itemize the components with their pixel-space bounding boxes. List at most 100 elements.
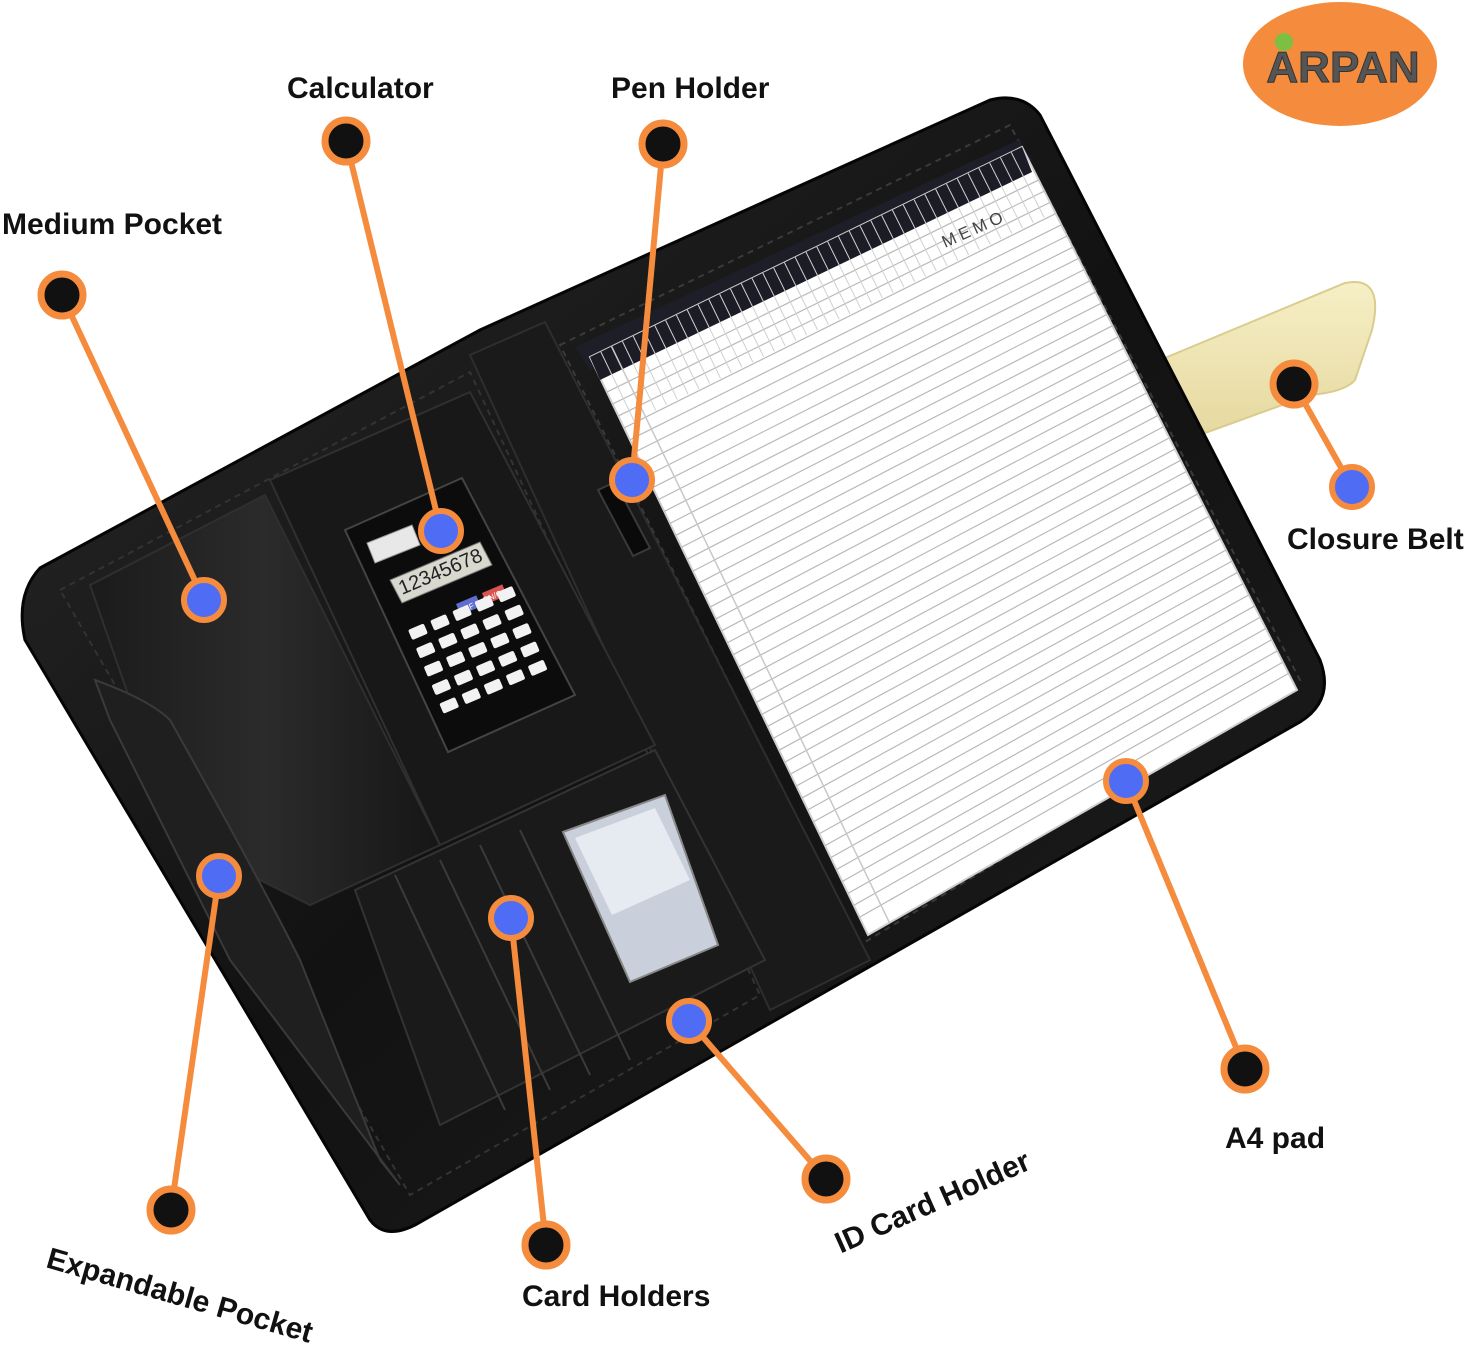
calculator-key [512,623,532,639]
pad-ruled-line [778,515,1210,751]
callout-anchor-medium-pocket [37,270,87,320]
brand-logo-text: ARPAN [1266,43,1419,92]
pad-grid-line [773,267,808,336]
callout-label-closure-belt: Closure Belt [1287,523,1464,556]
pad-grid-line [805,251,840,320]
pad-ruled-line [715,392,1147,620]
id-card-window-reflection [575,808,690,915]
callout-line-calculator [343,138,444,534]
calculator-key [432,679,451,695]
pad-grid-line [600,351,635,422]
callout-label-pen-holder: Pen Holder [611,72,770,105]
calculator-key [528,660,547,676]
pad-grid-line [762,272,797,341]
callout-target-expandable-pocket [196,853,242,899]
pad-grid-line [719,293,754,363]
a4-pad: MEMO [575,140,1299,937]
pad-grid-line [924,194,959,261]
pad-grid-line [665,320,700,390]
calculator-key [452,605,472,621]
pad-grid-line [881,215,916,282]
callout-line-expandable-pocket [168,873,222,1213]
calculator-key [446,651,466,667]
pad-ruled-line [784,527,1216,763]
pad-ruled-line [623,213,1056,429]
callout-line-a4-pad [1123,778,1248,1072]
pad-ruled-line [721,403,1153,632]
calculator-key [504,604,524,621]
calculator-key [490,632,510,649]
pad-grid-line [978,167,1013,234]
callout-lines [37,116,1375,1270]
brand-logo-leaf-icon [1275,33,1293,51]
pad-grid-line [999,157,1034,224]
pad-grid-line [654,325,689,395]
calculator-keypad [408,586,547,714]
callout-label-card-holders: Card Holders [522,1280,711,1313]
callout-target-id-card-holder [666,998,712,1044]
expandable-pocket [93,678,401,1186]
pad-ruled-lines [600,152,1289,924]
callout-label-calculator: Calculator [287,72,434,105]
pad-ruled-line [686,336,1119,560]
pad-grid-line [913,199,948,266]
pad-ruled-line [709,381,1142,608]
pad-ruled-line [755,470,1187,703]
pad-ruled-line [847,650,1278,894]
pad-ruled-line [664,291,1096,512]
pad-ruled-line [824,605,1255,847]
calculator-key [496,586,516,602]
callout-line-card-holders [508,915,549,1248]
callout-target-calculator [418,508,464,554]
pad-grid-line [729,288,765,357]
pad-grid-line [837,236,873,304]
pad-grid-line [708,299,743,368]
pad-grid-line [751,278,786,347]
pad-grid-line [902,204,937,272]
pad-ruled-line [790,538,1221,775]
calculator-key [408,623,428,640]
calculator-key [468,642,488,658]
pad-grid-line [643,330,678,400]
callout-line-medium-pocket [59,292,207,603]
calculator-key [476,660,495,676]
callout-anchor-expandable-pocket [146,1185,196,1235]
pad-ruled-line [767,493,1198,727]
pad-ruled-line [675,313,1108,536]
calculator-key [439,697,459,714]
calculator-key [461,688,481,704]
calculator-key [520,641,540,658]
callout-target-medium-pocket [181,577,227,623]
pad-ruled-line [744,448,1176,680]
pad-ruled-line [658,280,1091,501]
calculator: 12345678 OFF ON/C [343,476,577,754]
callout-anchor-closure-belt [1269,359,1319,409]
pad-grid-line [632,335,667,406]
pad-margin-line [610,346,891,924]
pad-grid-line [675,314,711,384]
pad-ruled-line [836,627,1267,871]
pad-grid-line [1010,152,1045,218]
callout-label-medium-pocket: Medium Pocket [2,208,223,241]
pad-grid-line [870,220,905,288]
pad-ruled-line [652,269,1085,489]
pad-ruled-line [641,246,1074,465]
callout-anchor-pen-holder [638,119,688,169]
card-holder-slots [394,829,631,1111]
pad-grid-line [956,178,991,245]
closure-belt-strap [1158,281,1377,435]
pad-ruled-line [727,414,1159,644]
calculator-key [454,669,473,686]
pad-top-band [590,147,1032,380]
calculator-key [430,614,450,631]
pad-ruled-line [796,549,1227,787]
pad-ruled-line [801,560,1233,799]
pad-grid-line [816,246,851,315]
pad-ruled-line [646,257,1079,477]
pad-grid-line [935,188,970,256]
callout-target-card-holders [488,895,534,941]
calculator-display [389,541,493,604]
calculator-key [424,660,443,677]
pad-ruled-line [853,661,1284,906]
